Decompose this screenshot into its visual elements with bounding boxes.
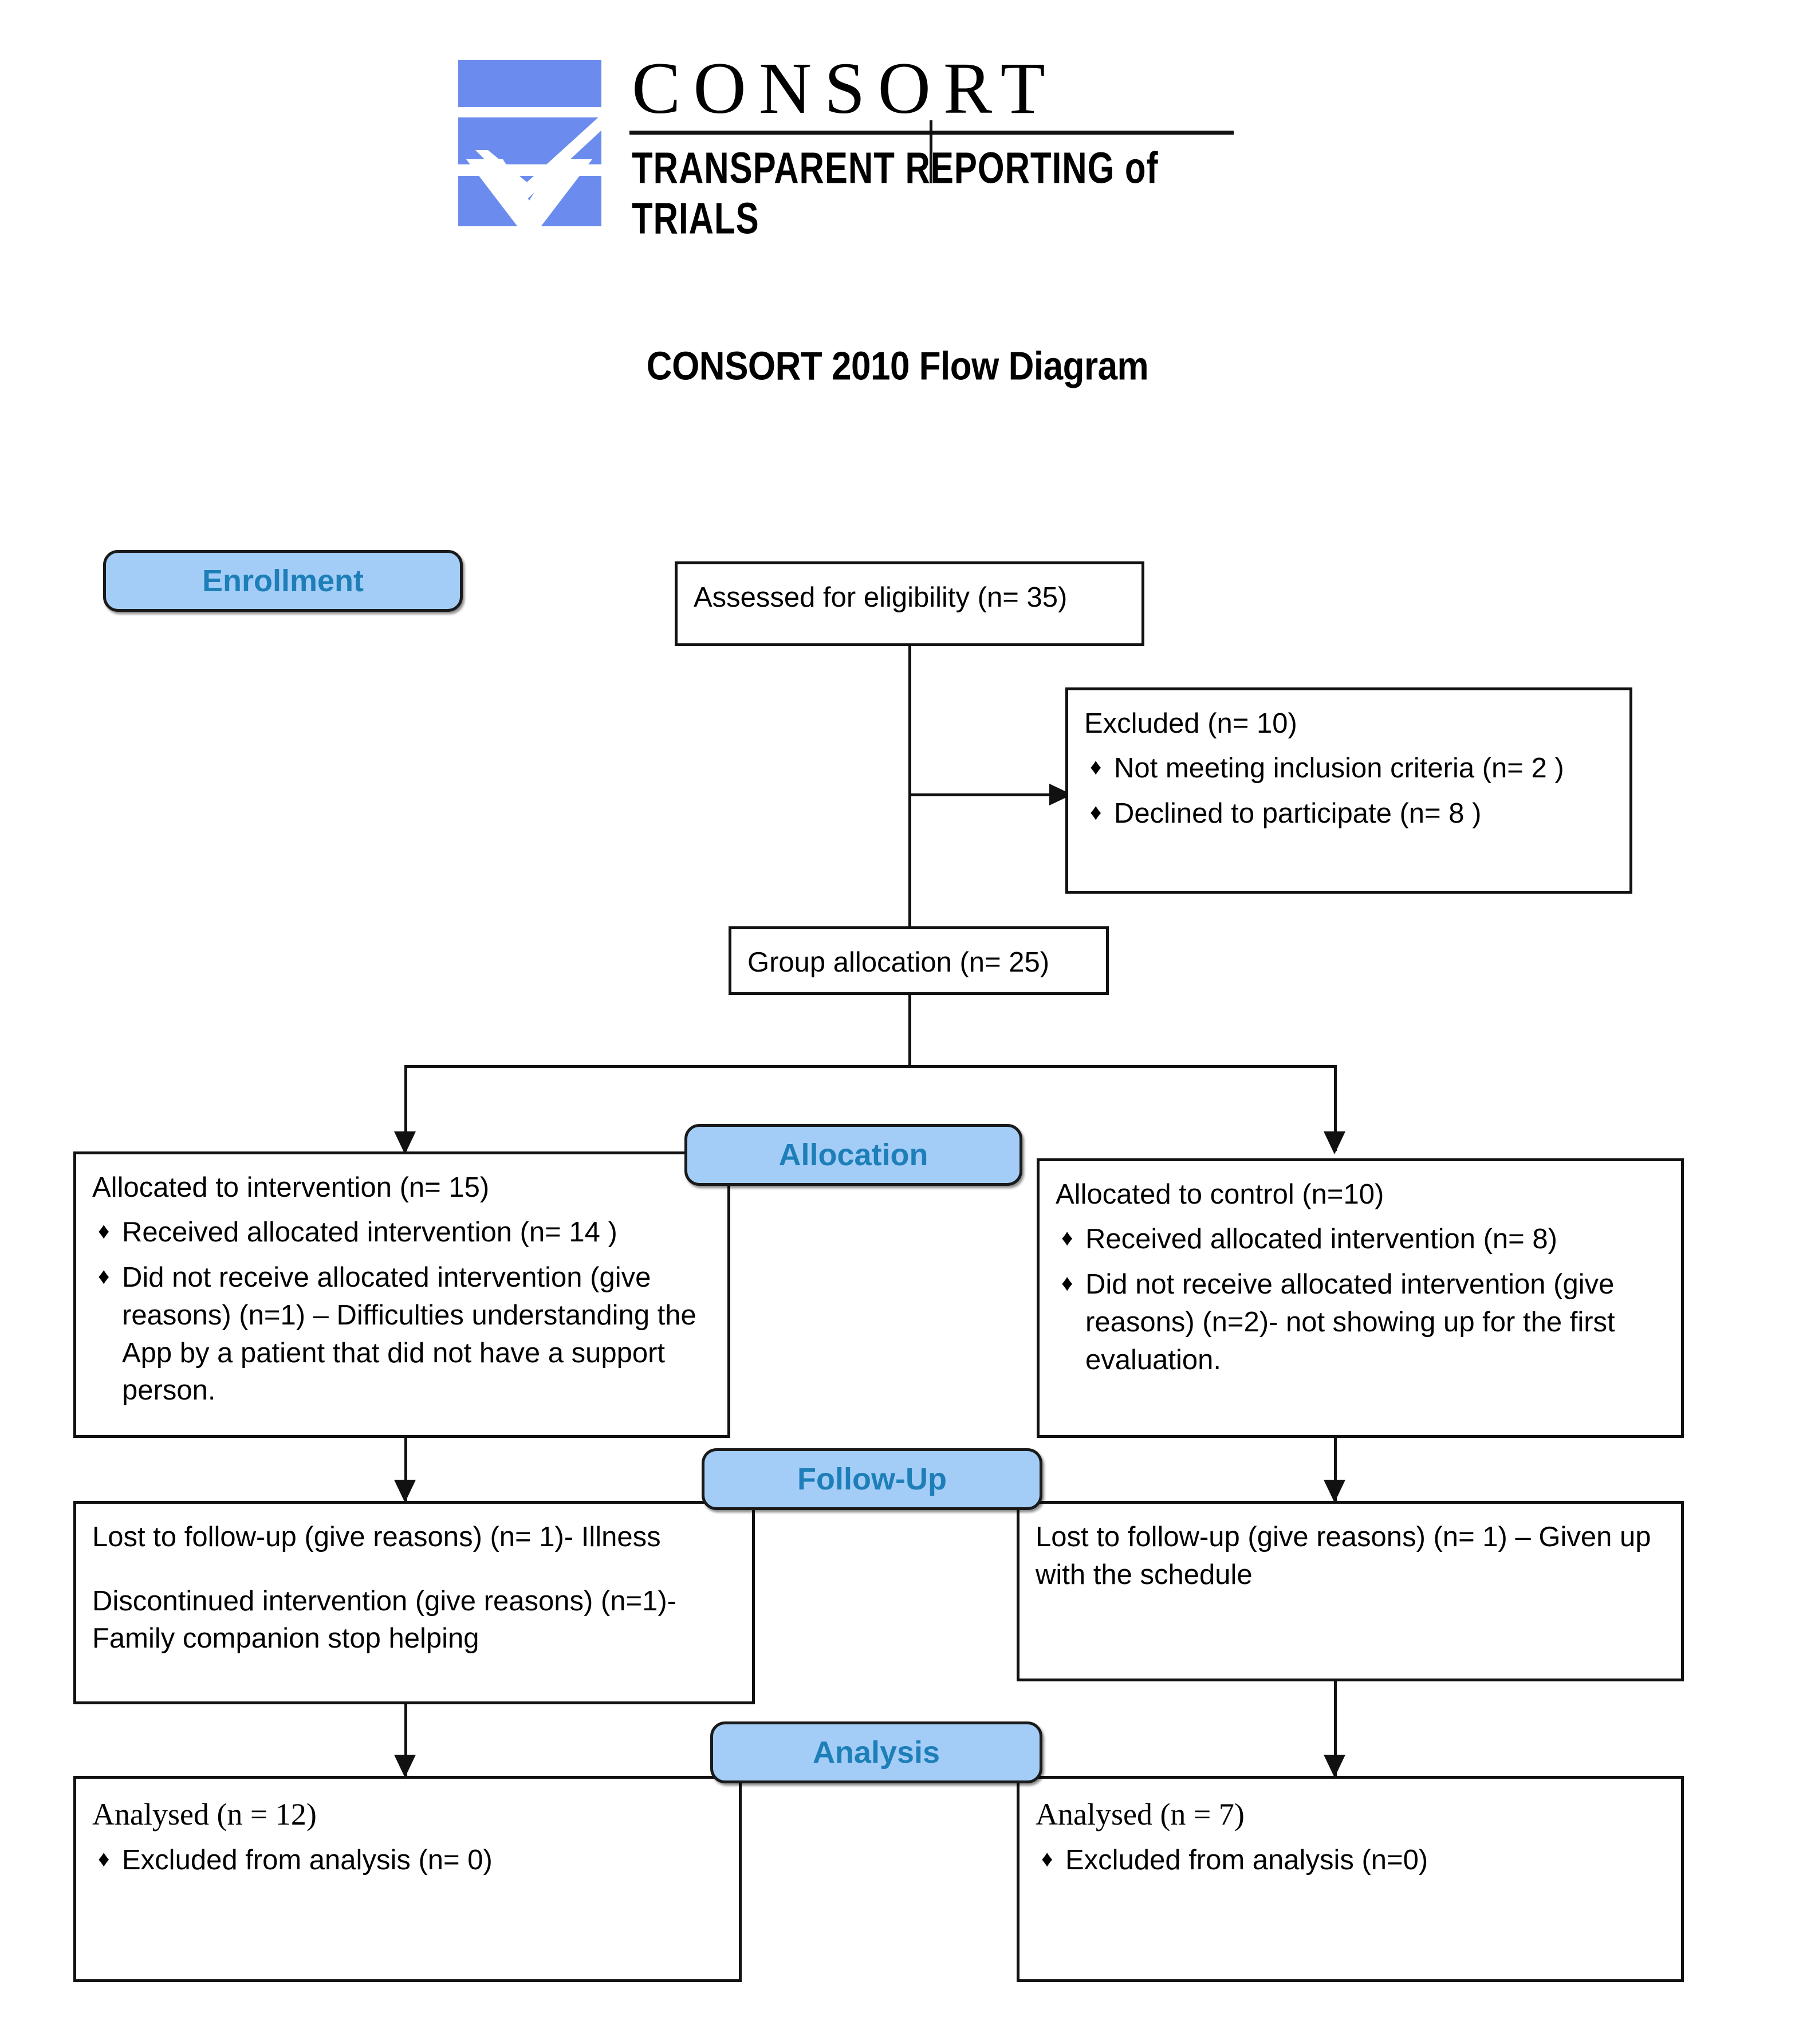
box-analysed-intervention: Analysed (n = 12) ♦ Excluded from analys… (73, 1776, 742, 1982)
list-item: ♦ Received allocated intervention (n= 14… (92, 1214, 711, 1252)
followup-intervention-line1: Lost to follow-up (give reasons) (n= 1)-… (92, 1522, 661, 1552)
assessed-header: Assessed for eligibility (n= 35) (694, 582, 1068, 613)
connector-fork-left (404, 1065, 407, 1151)
list-item: ♦ Did not receive allocated intervention… (1056, 1266, 1665, 1379)
box-group-allocation: Group allocation (n= 25) (729, 926, 1109, 995)
connector-assessed-to-allocation (908, 646, 911, 926)
stage-badge-analysis: Analysis (710, 1721, 1042, 1783)
list-item-label: Declined to participate (n= 8 ) (1114, 798, 1482, 830)
bullet-icon: ♦ (98, 1846, 110, 1872)
alloc-control-list: ♦ Received allocated intervention (n= 8)… (1056, 1221, 1665, 1379)
analysed-intervention-header: Analysed (n = 12) (92, 1797, 317, 1831)
alloc-intervention-header: Allocated to intervention (n= 15) (92, 1172, 490, 1203)
box-followup-control: Lost to follow-up (give reasons) (n= 1) … (1017, 1501, 1684, 1681)
checkmark-icon (466, 115, 601, 229)
arrow-down-right-alloc-icon (1324, 1131, 1345, 1154)
list-item-label: Excluded from analysis (n= 0) (122, 1845, 493, 1876)
list-item-label: Excluded from analysis (n=0) (1065, 1845, 1428, 1876)
connector-to-excluded (908, 793, 1055, 796)
alloc-control-header: Allocated to control (n=10) (1056, 1179, 1384, 1210)
list-item: ♦ Declined to participate (n= 8 ) (1084, 795, 1613, 833)
bullet-icon: ♦ (98, 1264, 110, 1290)
list-item: ♦ Not meeting inclusion criteria (n= 2 ) (1084, 750, 1613, 788)
list-item-label: Did not receive allocated intervention (… (122, 1262, 696, 1406)
stage-badge-allocation: Allocation (684, 1124, 1022, 1186)
box-excluded: Excluded (n= 10) ♦ Not meeting inclusion… (1065, 687, 1632, 894)
list-item: ♦ Received allocated intervention (n= 8) (1056, 1221, 1665, 1259)
list-item-label: Received allocated intervention (n= 8) (1085, 1223, 1557, 1255)
followup-intervention-line2: Discontinued intervention (give reasons)… (92, 1585, 676, 1654)
analysed-control-header: Analysed (n = 7) (1036, 1797, 1245, 1831)
bullet-icon: ♦ (98, 1218, 110, 1244)
box-allocated-to-control: Allocated to control (n=10) ♦ Received a… (1037, 1158, 1684, 1438)
list-item-label: Not meeting inclusion criteria (n= 2 ) (1114, 752, 1564, 784)
bullet-icon: ♦ (1090, 754, 1102, 780)
connector-left-followup-to-analysis (404, 1704, 407, 1776)
excluded-header: Excluded (n= 10) (1084, 708, 1297, 739)
arrow-down-right-analysis-icon (1324, 1755, 1345, 1778)
group-allocation-header: Group allocation (n= 25) (747, 947, 1050, 978)
box-followup-intervention: Lost to follow-up (give reasons) (n= 1)-… (73, 1501, 755, 1704)
list-item-label: Did not receive allocated intervention (… (1085, 1269, 1615, 1375)
box-assessed-for-eligibility: Assessed for eligibility (n= 35) (675, 561, 1144, 646)
connector-allocation-fork (404, 1065, 1337, 1068)
list-item: ♦ Excluded from analysis (n= 0) (92, 1842, 723, 1880)
consort-logo: CONSORT TRANSPARENT REPORTING of TRIALS (458, 52, 1260, 243)
box-allocated-to-intervention: Allocated to intervention (n= 15) ♦ Rece… (73, 1151, 730, 1438)
alloc-intervention-list: ♦ Received allocated intervention (n= 14… (92, 1214, 711, 1410)
bullet-icon: ♦ (1061, 1225, 1073, 1251)
arrow-down-left-alloc-icon (394, 1131, 416, 1154)
logo-wordmark: CONSORT (632, 48, 1058, 129)
stage-badge-follow-up: Follow-Up (702, 1448, 1042, 1510)
bullet-icon: ♦ (1041, 1846, 1053, 1872)
connector-right-followup-to-analysis (1334, 1681, 1337, 1776)
excluded-list: ♦ Not meeting inclusion criteria (n= 2 )… (1084, 750, 1613, 833)
stage-badge-enrollment: Enrollment (103, 550, 463, 612)
arrow-down-left-analysis-icon (394, 1755, 416, 1778)
list-item-label: Received allocated intervention (n= 14 ) (122, 1216, 617, 1248)
connector-fork-right (1334, 1065, 1337, 1151)
box-analysed-control: Analysed (n = 7) ♦ Excluded from analysi… (1017, 1776, 1684, 1982)
bullet-icon: ♦ (1090, 800, 1102, 826)
connector-allocation-stem (908, 995, 911, 1065)
arrow-down-left-followup-icon (394, 1480, 416, 1503)
bullet-icon: ♦ (1061, 1271, 1073, 1296)
logo-tagline: TRANSPARENT REPORTING of TRIALS (632, 143, 1159, 243)
list-item: ♦ Did not receive allocated intervention… (92, 1259, 711, 1410)
arrow-down-right-followup-icon (1324, 1480, 1345, 1503)
page-title: CONSORT 2010 Flow Diagram (646, 344, 1149, 389)
analysed-control-list: ♦ Excluded from analysis (n=0) (1036, 1842, 1665, 1880)
followup-control-line1: Lost to follow-up (give reasons) (n= 1) … (1036, 1522, 1651, 1590)
connector-left-alloc-to-followup (404, 1438, 407, 1501)
analysed-intervention-list: ♦ Excluded from analysis (n= 0) (92, 1842, 723, 1880)
consort-logo-mark-icon (458, 60, 601, 229)
logo-tick-mark-icon (930, 120, 932, 183)
list-item: ♦ Excluded from analysis (n=0) (1036, 1842, 1665, 1880)
connector-right-alloc-to-followup (1334, 1438, 1337, 1501)
